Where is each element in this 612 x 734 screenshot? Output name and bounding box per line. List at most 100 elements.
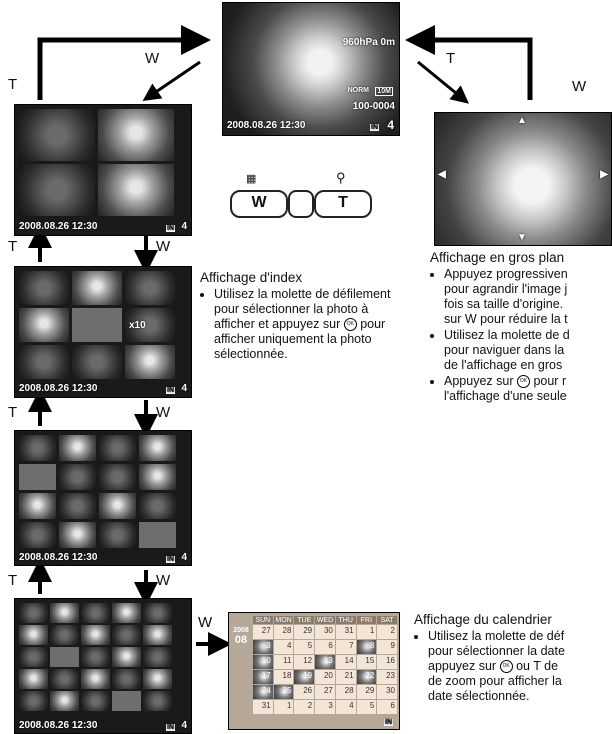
calendar-day[interactable]: 15 [356,655,377,669]
calendar-day-header: SAT [377,616,397,624]
calendar-day[interactable]: 2 [377,625,397,639]
calendar-day-header: TUE [294,616,315,624]
datetime: 2008.08.26 12:30 [19,552,98,563]
scroll-up-icon: ▲ [517,115,527,126]
thumb [19,345,69,379]
calendar-day[interactable]: 27 [315,685,335,699]
ok-button-icon: OK [343,318,357,332]
calendar-day[interactable]: 30 [315,625,335,639]
zoom-lever-diagram: ▦ ⚲ W T [226,170,376,220]
calendar-day[interactable]: 24 [253,685,273,699]
t-button: T [314,190,372,218]
calendar-day[interactable]: 2 [294,700,315,714]
frame-number: 4 [181,720,187,731]
arrow-w-closeup-to-single [405,25,533,100]
calendar-day[interactable]: 18 [273,670,294,684]
thumb [59,464,96,490]
pressure-readout: 960hPa 0m [342,37,395,48]
thumb [139,522,176,548]
calendar-day[interactable]: 14 [335,655,356,669]
index-icon: ▦ [246,173,257,185]
calendar-day[interactable]: 26 [294,685,315,699]
calendar-day[interactable]: 29 [294,625,315,639]
thumb [19,625,48,645]
calendar-day[interactable]: 31 [253,700,273,714]
calendar-day[interactable]: 17 [253,670,273,684]
thumb [19,522,56,548]
calendar-day[interactable]: 20 [315,670,335,684]
thumb [72,345,122,379]
label-t-2: T [8,404,18,421]
thumb [99,435,136,461]
thumb [112,691,141,711]
calendar-day[interactable]: 9 [377,640,397,654]
calendar-day[interactable]: 25 [273,685,294,699]
calendar-day[interactable]: 1 [356,625,377,639]
datetime: 2008.08.26 12:30 [19,720,98,731]
calendar-day[interactable]: 5 [294,640,315,654]
index-screen-16: 2008.08.26 12:30 IN 4 [14,430,192,566]
thumb [143,691,172,711]
calendar-day[interactable]: 13 [315,655,335,669]
calendar-day[interactable]: 28 [335,685,356,699]
calendar-day[interactable]: 3 [253,640,273,654]
thumb [81,603,110,623]
thumb [50,647,79,667]
thumb [112,625,141,645]
calendar-day[interactable]: 28 [273,625,294,639]
calendar-day[interactable]: 8 [356,640,377,654]
thumb [59,493,96,519]
calendar-day[interactable]: 16 [377,655,397,669]
size-indicator: 10M [375,87,393,96]
memory-indicator: IN [384,719,393,726]
thumb [50,625,79,645]
calendar-day[interactable]: 23 [377,670,397,684]
thumb [112,603,141,623]
datetime: 2008.08.26 12:30 [227,120,306,131]
calendar-day[interactable]: 10 [253,655,273,669]
magnify-icon: ⚲ [336,170,346,185]
closeup-caption: Affichage en gros plan Appuyez progressi… [430,250,612,405]
thumb [143,625,172,645]
thumb [72,308,122,342]
calendar-day[interactable]: 4 [335,700,356,714]
calendar-day-header: WED [315,616,335,624]
label-w-2: W [156,404,171,421]
thumb [143,669,172,689]
calendar-day[interactable]: 1 [273,700,294,714]
calendar-day[interactable]: 7 [335,640,356,654]
calendar-day[interactable]: 30 [377,685,397,699]
thumb [139,493,176,519]
calendar-caption-title: Affichage du calendrier [414,612,552,627]
calendar-day[interactable]: 6 [315,640,335,654]
thumb [59,435,96,461]
flower-photo [223,3,399,135]
calendar-day-header: MON [273,616,294,624]
calendar-day[interactable]: 6 [377,700,397,714]
calendar-day[interactable]: 21 [335,670,356,684]
memory-indicator: IN [166,225,175,232]
calendar-day[interactable]: 27 [253,625,273,639]
calendar-day-header: FRI [356,616,377,624]
file-number: 100-0004 [352,101,395,112]
calendar-day-header: THU [335,616,356,624]
calendar-day[interactable]: 29 [356,685,377,699]
calendar-year-month: 2008 08 [233,627,249,646]
thumb [19,669,48,689]
thumb [81,669,110,689]
frame-number: 4 [181,221,187,232]
calendar-day[interactable]: 22 [356,670,377,684]
calendar-day[interactable]: 5 [356,700,377,714]
thumb [98,109,174,161]
label-w-cal: W [198,614,213,631]
calendar-day[interactable]: 3 [315,700,335,714]
calendar-day[interactable]: 12 [294,655,315,669]
thumb [143,603,172,623]
calendar-day[interactable]: 19 [294,670,315,684]
index-screen-25: 2008.08.26 12:30 IN 4 [14,598,192,734]
calendar-day[interactable]: 11 [273,655,294,669]
calendar-day[interactable]: 4 [273,640,294,654]
memory-indicator: IN [166,387,175,394]
calendar-day[interactable]: 31 [335,625,356,639]
